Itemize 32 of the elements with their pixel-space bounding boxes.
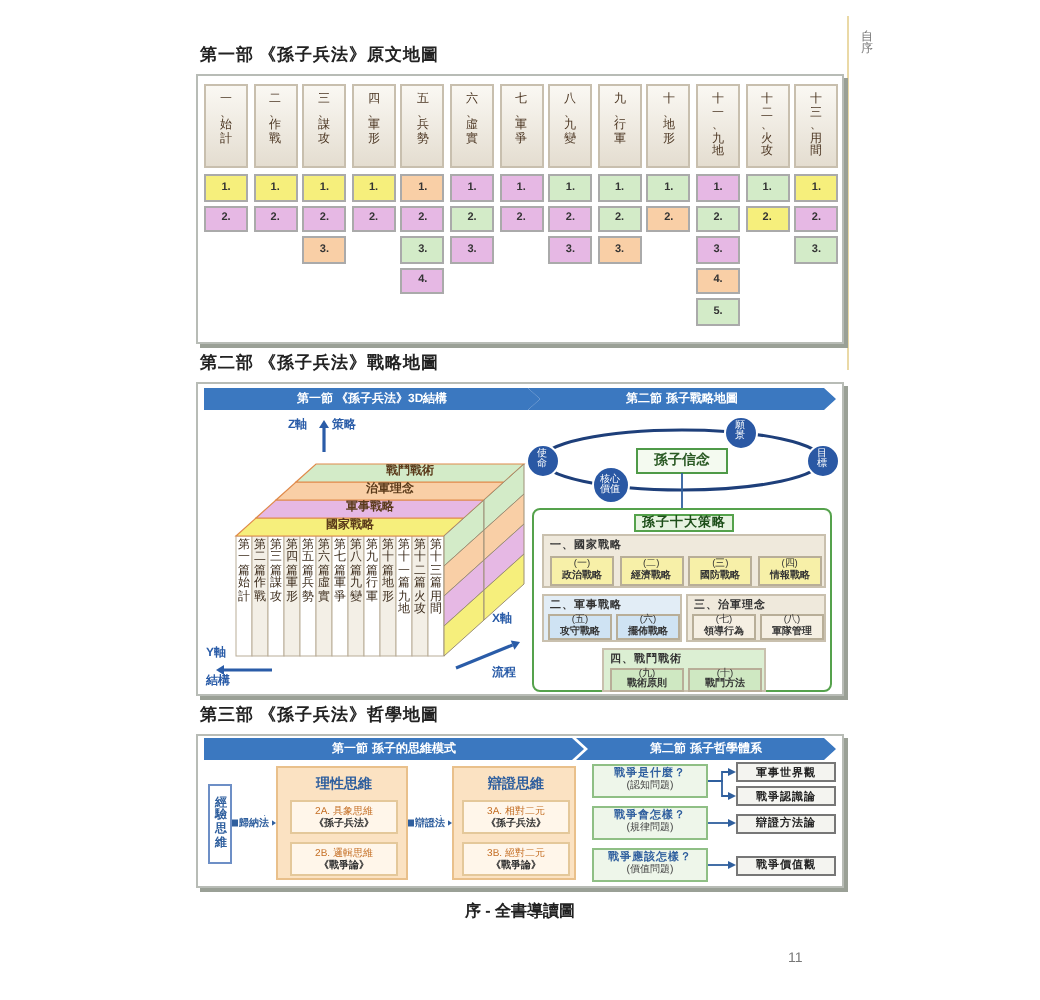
thinking-panel xyxy=(452,766,576,880)
strategy-box xyxy=(692,614,756,640)
strategy-box xyxy=(550,556,614,586)
question-box xyxy=(592,848,708,882)
section-heading: 第一部 《孫子兵法》原文地圖 xyxy=(200,44,439,68)
thinking-box xyxy=(462,800,570,834)
strategy-box xyxy=(616,614,680,640)
question-box xyxy=(592,764,708,798)
arrow xyxy=(707,861,736,869)
strategy-group xyxy=(602,648,766,692)
thinking-panel xyxy=(276,766,408,880)
strategy-box xyxy=(688,556,753,586)
strategy-group xyxy=(686,594,826,642)
strategy-box xyxy=(757,556,822,586)
strategy-box xyxy=(619,556,684,586)
strategy-box xyxy=(610,668,684,692)
section-heading: 第二部 《孫子兵法》戰略地圖 xyxy=(200,352,439,376)
strategy-panel xyxy=(532,508,832,692)
strategy-box xyxy=(760,614,824,640)
thinking-box xyxy=(290,842,398,876)
connector-line xyxy=(681,472,683,509)
strategy-box xyxy=(548,614,612,640)
strategy-group xyxy=(542,594,682,642)
strategy-box xyxy=(688,668,762,692)
section-heading: 第三部 《孫子兵法》哲學地圖 xyxy=(200,704,439,728)
caption: 序 - 全書導讀圖 xyxy=(462,900,578,920)
thinking-box xyxy=(290,800,398,834)
arrow xyxy=(707,819,736,827)
thinking-box xyxy=(462,842,570,876)
arrow xyxy=(707,780,736,800)
strategy-group xyxy=(542,534,826,588)
question-box xyxy=(592,806,708,840)
